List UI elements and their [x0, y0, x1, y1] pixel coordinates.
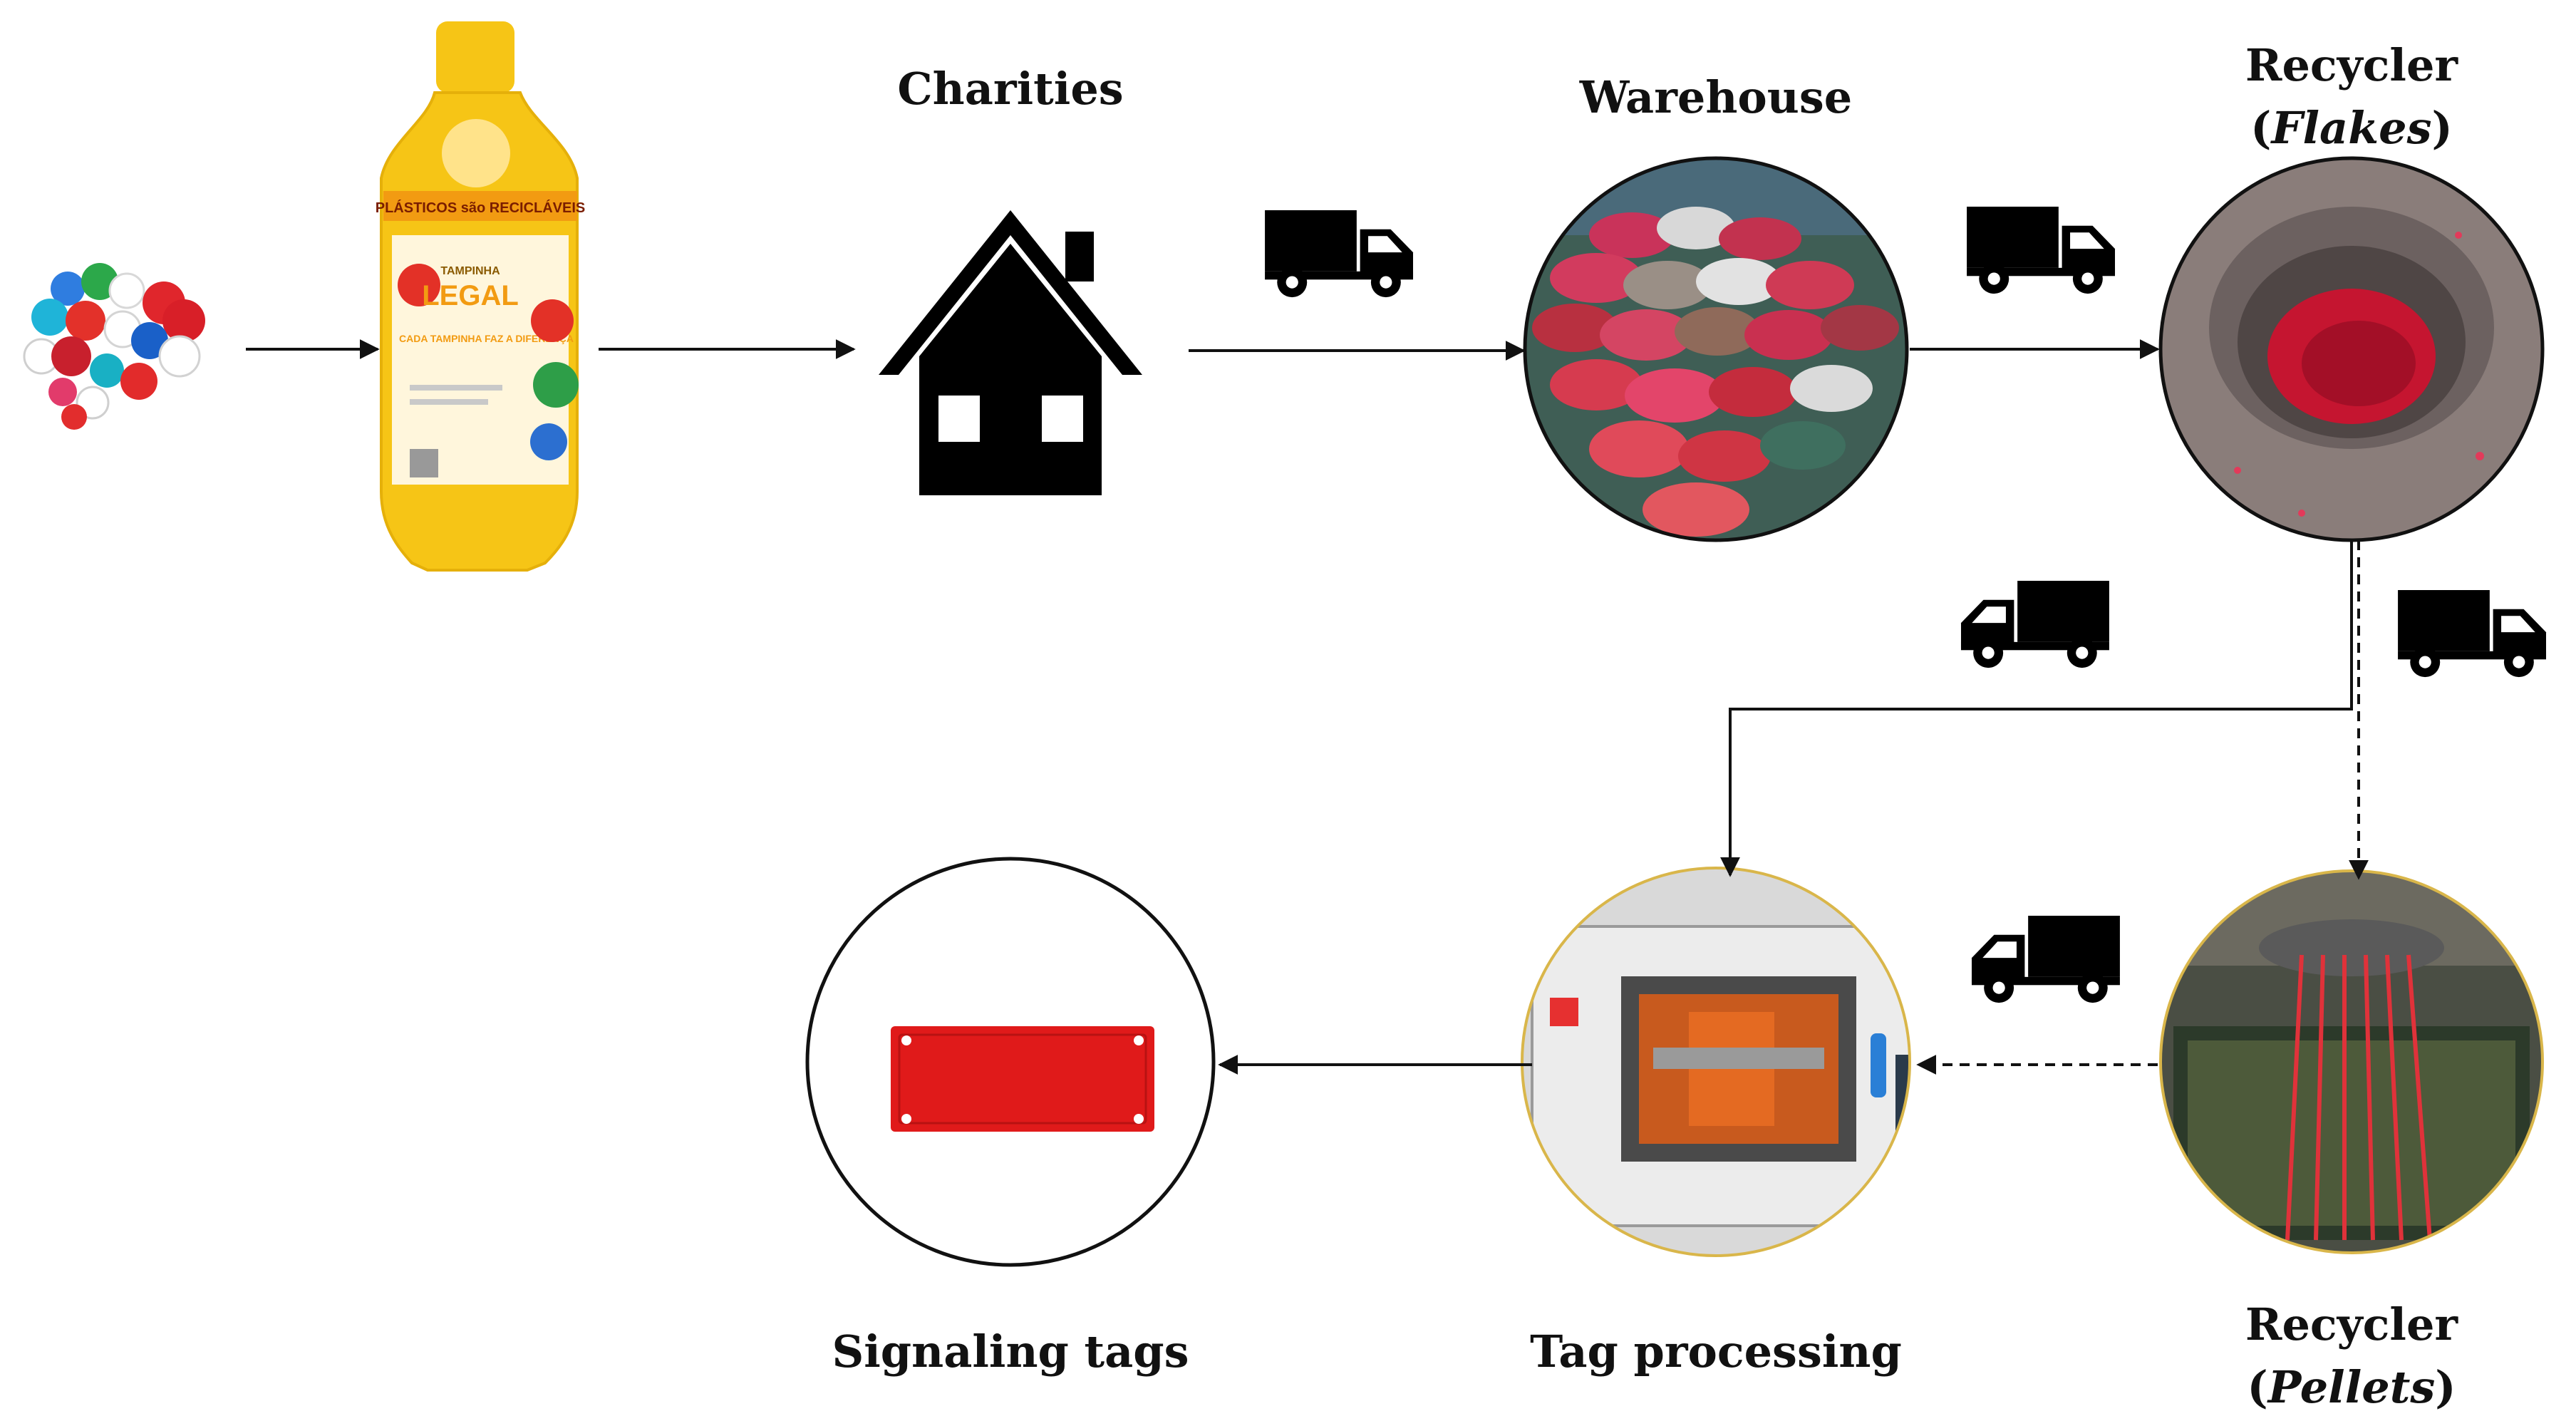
recycler-flakes-product: (Flakes) — [2250, 102, 2453, 154]
recycler-flakes-title: Recycler — [2245, 39, 2458, 91]
charities-label: Charities — [897, 63, 1124, 115]
plastic-caps-image — [23, 263, 205, 430]
truck-icon — [1967, 207, 2116, 294]
tag-processing-photo — [1522, 868, 1910, 1256]
bottle-brand-top: TAMPINHA — [440, 265, 500, 277]
bottle-band-text: PLÁSTICOS são RECICLÁVEIS — [376, 200, 586, 216]
warehouse-photo — [1525, 158, 1907, 540]
truck-icon — [2398, 590, 2547, 678]
arrow-flakes-to-tag-processing — [1720, 540, 2353, 877]
truck-icon — [1971, 916, 2120, 1003]
warehouse-label: Warehouse — [1579, 71, 1853, 123]
truck-icon — [1265, 210, 1414, 298]
recycler-pellets-product: (Pellets) — [2247, 1361, 2456, 1413]
recycler-pellets-label: Recycler (Pellets) — [2245, 1293, 2458, 1419]
tag-processing-label: Tag processing — [1530, 1326, 1902, 1378]
recycler-pellets-title: Recycler — [2245, 1298, 2458, 1350]
collection-bottle-image: PLÁSTICOS são RECICLÁVEIS TAMPINHA LEGAL… — [376, 21, 586, 572]
recycler-flakes-photo — [2161, 158, 2543, 540]
bottle-slogan: CADA TAMPINHA FAZ A DIFERENÇA — [399, 333, 574, 344]
recycler-flakes-label: Recycler (Flakes) — [2245, 34, 2458, 160]
recycler-pellets-photo — [2161, 871, 2543, 1253]
charities-house-icon — [879, 210, 1142, 495]
bottle-brand-main: LEGAL — [422, 280, 519, 311]
truck-icon — [1960, 581, 2109, 668]
signaling-tags-label: Signaling tags — [832, 1326, 1189, 1378]
tag-processing-photo-frame — [1521, 867, 1911, 1257]
signaling-tag-image — [891, 1026, 1154, 1132]
